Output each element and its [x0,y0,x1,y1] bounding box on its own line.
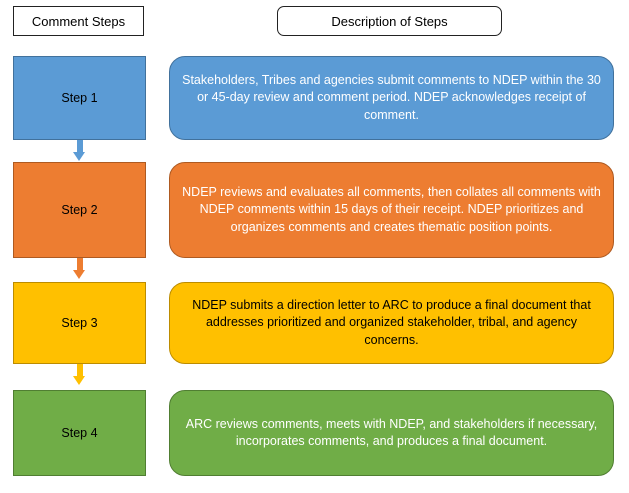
step-2-description: NDEP reviews and evaluates all comments,… [182,184,601,234]
arrow-step-2-to-3 [73,258,86,280]
step-1-label: Step 1 [61,91,98,105]
step-3-label: Step 3 [61,316,98,330]
step-3-description-box: NDEP submits a direction letter to ARC t… [169,282,614,364]
step-4-box: Step 4 [13,390,146,476]
step-1-description-box: Stakeholders, Tribes and agencies submit… [169,56,614,140]
arrow-step-3-to-4 [73,364,86,388]
step-4-description: ARC reviews comments, meets with NDEP, a… [185,416,598,449]
step-3-description: NDEP submits a direction letter to ARC t… [192,297,591,347]
step-2-description-box: NDEP reviews and evaluates all comments,… [169,162,614,258]
step-2-box: Step 2 [13,162,146,258]
step-1-box: Step 1 [13,56,146,140]
step-1-description: Stakeholders, Tribes and agencies submit… [182,72,601,122]
description-of-steps-header: Description of Steps [277,6,502,36]
step-4-description-box: ARC reviews comments, meets with NDEP, a… [169,390,614,476]
step-4-label: Step 4 [61,426,98,440]
step-3-box: Step 3 [13,282,146,364]
comment-steps-header: Comment Steps [13,6,144,36]
arrow-step-1-to-2 [73,140,86,162]
step-2-label: Step 2 [61,203,98,217]
